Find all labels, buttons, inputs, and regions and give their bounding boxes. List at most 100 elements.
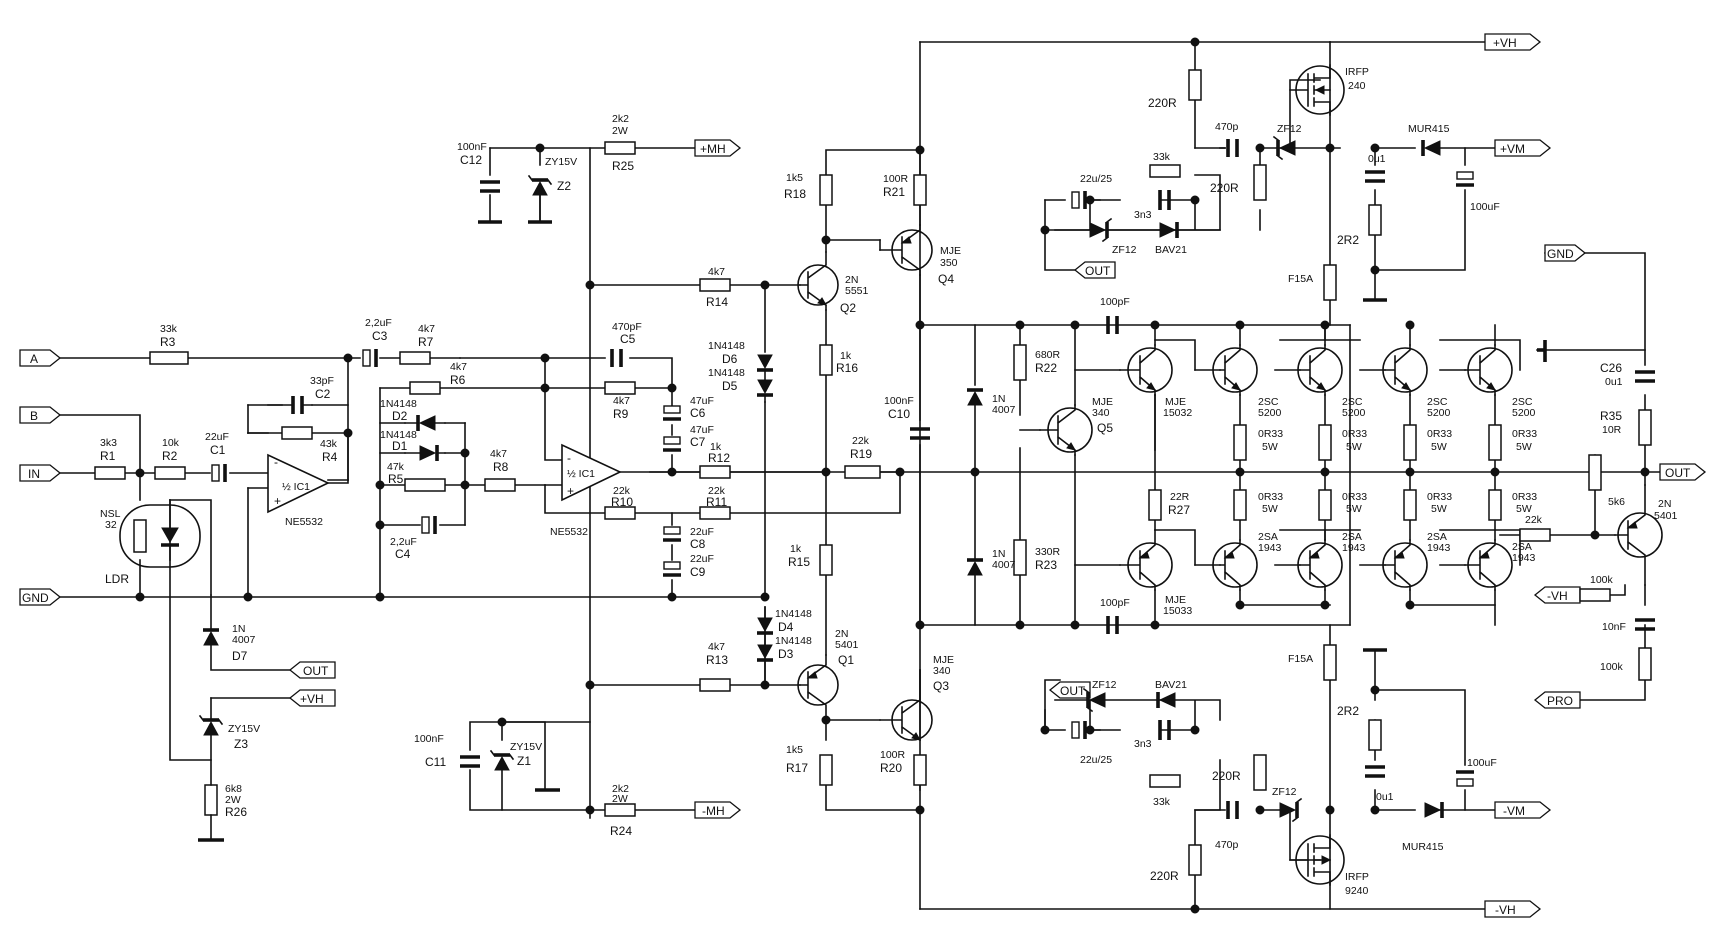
svg-text:Q1: Q1	[838, 653, 854, 667]
capacitor-470p-bot: 470p	[1215, 801, 1239, 851]
capacitor-100uf-bot: 100uF	[1456, 757, 1497, 787]
resistor-2r2-bot: 2R2	[1337, 704, 1382, 751]
svg-text:+VM: +VM	[1500, 142, 1525, 156]
svg-text:2N: 2N	[845, 274, 858, 286]
svg-text:ZF12: ZF12	[1112, 244, 1137, 256]
svg-text:4k7: 4k7	[490, 448, 507, 460]
svg-text:240: 240	[1348, 80, 1366, 92]
diode-bav21-top: BAV21	[1155, 222, 1187, 256]
svg-text:350: 350	[940, 257, 958, 269]
zener-zf12-bot: ZF12	[1272, 786, 1303, 823]
capacitor-c10: 100nF C10	[884, 395, 930, 440]
svg-text:Q3: Q3	[933, 679, 949, 693]
svg-text:2N: 2N	[1658, 498, 1671, 510]
port-out-bottom: OUT	[1048, 681, 1091, 699]
svg-text:C8: C8	[690, 537, 706, 551]
resistor-220r-bot-gate: 220R	[1150, 844, 1202, 883]
capacitor-c2: 33pF C2	[267, 375, 334, 414]
svg-text:C1: C1	[210, 443, 226, 457]
svg-text:4k7: 4k7	[708, 641, 725, 653]
svg-text:+: +	[567, 484, 574, 498]
svg-text:C11: C11	[425, 755, 446, 769]
svg-text:2,2uF: 2,2uF	[390, 536, 417, 548]
svg-text:R23: R23	[1035, 558, 1057, 572]
svg-text:0R33: 0R33	[1258, 428, 1283, 440]
svg-text:3k3: 3k3	[100, 437, 117, 449]
svg-text:MUR415: MUR415	[1402, 841, 1444, 853]
svg-text:1N4148: 1N4148	[708, 340, 745, 352]
svg-text:D4: D4	[778, 620, 794, 634]
svg-text:-VH: -VH	[1547, 589, 1568, 603]
mosfet-irfp240: IRFP 240	[1289, 64, 1369, 116]
svg-text:3n3: 3n3	[1134, 209, 1152, 221]
svg-text:0u1: 0u1	[1368, 153, 1386, 165]
svg-text:C4: C4	[395, 547, 411, 561]
svg-text:R21: R21	[883, 185, 905, 199]
transistor-out-npn-3: 2SC 5200	[1382, 344, 1451, 419]
svg-text:C3: C3	[372, 329, 388, 343]
svg-text:22k: 22k	[708, 485, 726, 497]
resistor-emitter-3: 0R33 5W	[1403, 424, 1452, 461]
resistor-r5: 47k R5	[387, 461, 446, 492]
svg-text:0u1: 0u1	[1376, 791, 1394, 803]
transistor-out-npn-4: 2SC 5200	[1464, 344, 1536, 419]
svg-text:Z1: Z1	[517, 754, 531, 768]
resistor-r21: 100R R21	[883, 173, 927, 206]
port-in: IN	[19, 464, 62, 482]
transistor-q3: MJE 340 Q3	[879, 654, 954, 742]
svg-text:R6: R6	[450, 373, 466, 387]
svg-text:-: -	[274, 455, 278, 469]
opamp-ic1-left: -+ ½ IC1 NE5532	[267, 453, 330, 528]
svg-text:33k: 33k	[1153, 796, 1171, 808]
resistor-emitter-2: 0R33 5W	[1318, 424, 1367, 461]
svg-text:2SC: 2SC	[1258, 396, 1279, 408]
svg-text:F15A: F15A	[1288, 273, 1313, 285]
svg-text:0R33: 0R33	[1427, 491, 1452, 503]
svg-text:C6: C6	[690, 406, 706, 420]
svg-text:22uF: 22uF	[690, 553, 714, 565]
resistor-r4: 43k R4	[281, 426, 338, 464]
svg-text:1N4148: 1N4148	[775, 635, 812, 647]
svg-text:2SA: 2SA	[1427, 531, 1447, 543]
resistor-r15: 1k R15	[788, 543, 833, 576]
svg-text:5W: 5W	[1262, 441, 1278, 453]
svg-text:D3: D3	[778, 647, 794, 661]
svg-text:22k: 22k	[1525, 514, 1543, 526]
svg-text:R15: R15	[788, 555, 810, 569]
capacitor-470p-top: 470p	[1215, 121, 1239, 157]
svg-text:22uF: 22uF	[690, 526, 714, 538]
diode-d2: 1N4148 D2	[380, 398, 446, 431]
svg-text:R27: R27	[1168, 503, 1190, 517]
svg-text:680R: 680R	[1035, 349, 1061, 361]
resistor-r23: 330R R23	[1013, 539, 1061, 576]
diode-1n4007-top: 1N 4007	[967, 388, 1016, 416]
svg-text:5W: 5W	[1516, 503, 1532, 515]
svg-text:330R: 330R	[1035, 546, 1061, 558]
svg-text:R1: R1	[100, 449, 116, 463]
capacitor-c9: 22uF C9	[663, 553, 714, 579]
svg-text:Q5: Q5	[1097, 421, 1113, 435]
svg-text:220R: 220R	[1210, 181, 1239, 195]
fuse-f15a-bot: F15A	[1288, 644, 1337, 681]
port-vh-top: +VH	[1484, 33, 1542, 51]
svg-text:R22: R22	[1035, 361, 1057, 375]
svg-text:1943: 1943	[1512, 552, 1536, 564]
resistor-r3: 33k R3	[149, 323, 189, 365]
svg-text:33k: 33k	[160, 323, 178, 335]
svg-text:GND: GND	[22, 591, 49, 605]
svg-text:D6: D6	[722, 352, 738, 366]
svg-text:2W: 2W	[225, 794, 241, 806]
svg-text:470p: 470p	[1215, 839, 1239, 851]
svg-text:4k7: 4k7	[613, 395, 630, 407]
resistor-emitter-4: 0R33 5W	[1488, 424, 1537, 461]
svg-text:2k2: 2k2	[612, 783, 629, 795]
svg-text:1k: 1k	[790, 543, 802, 555]
zener-zf12-top: ZF12	[1272, 123, 1302, 161]
svg-text:2,2uF: 2,2uF	[365, 317, 392, 329]
svg-text:B: B	[30, 409, 38, 423]
resistor-r13: 4k7 R13	[699, 641, 731, 692]
transistor-driver-top: MJE 15032	[1119, 344, 1192, 419]
resistor-33k-bot: 33k	[1149, 774, 1181, 808]
resistor-r18: 1k5 R18	[784, 172, 833, 206]
svg-text:IRFP: IRFP	[1345, 66, 1369, 78]
